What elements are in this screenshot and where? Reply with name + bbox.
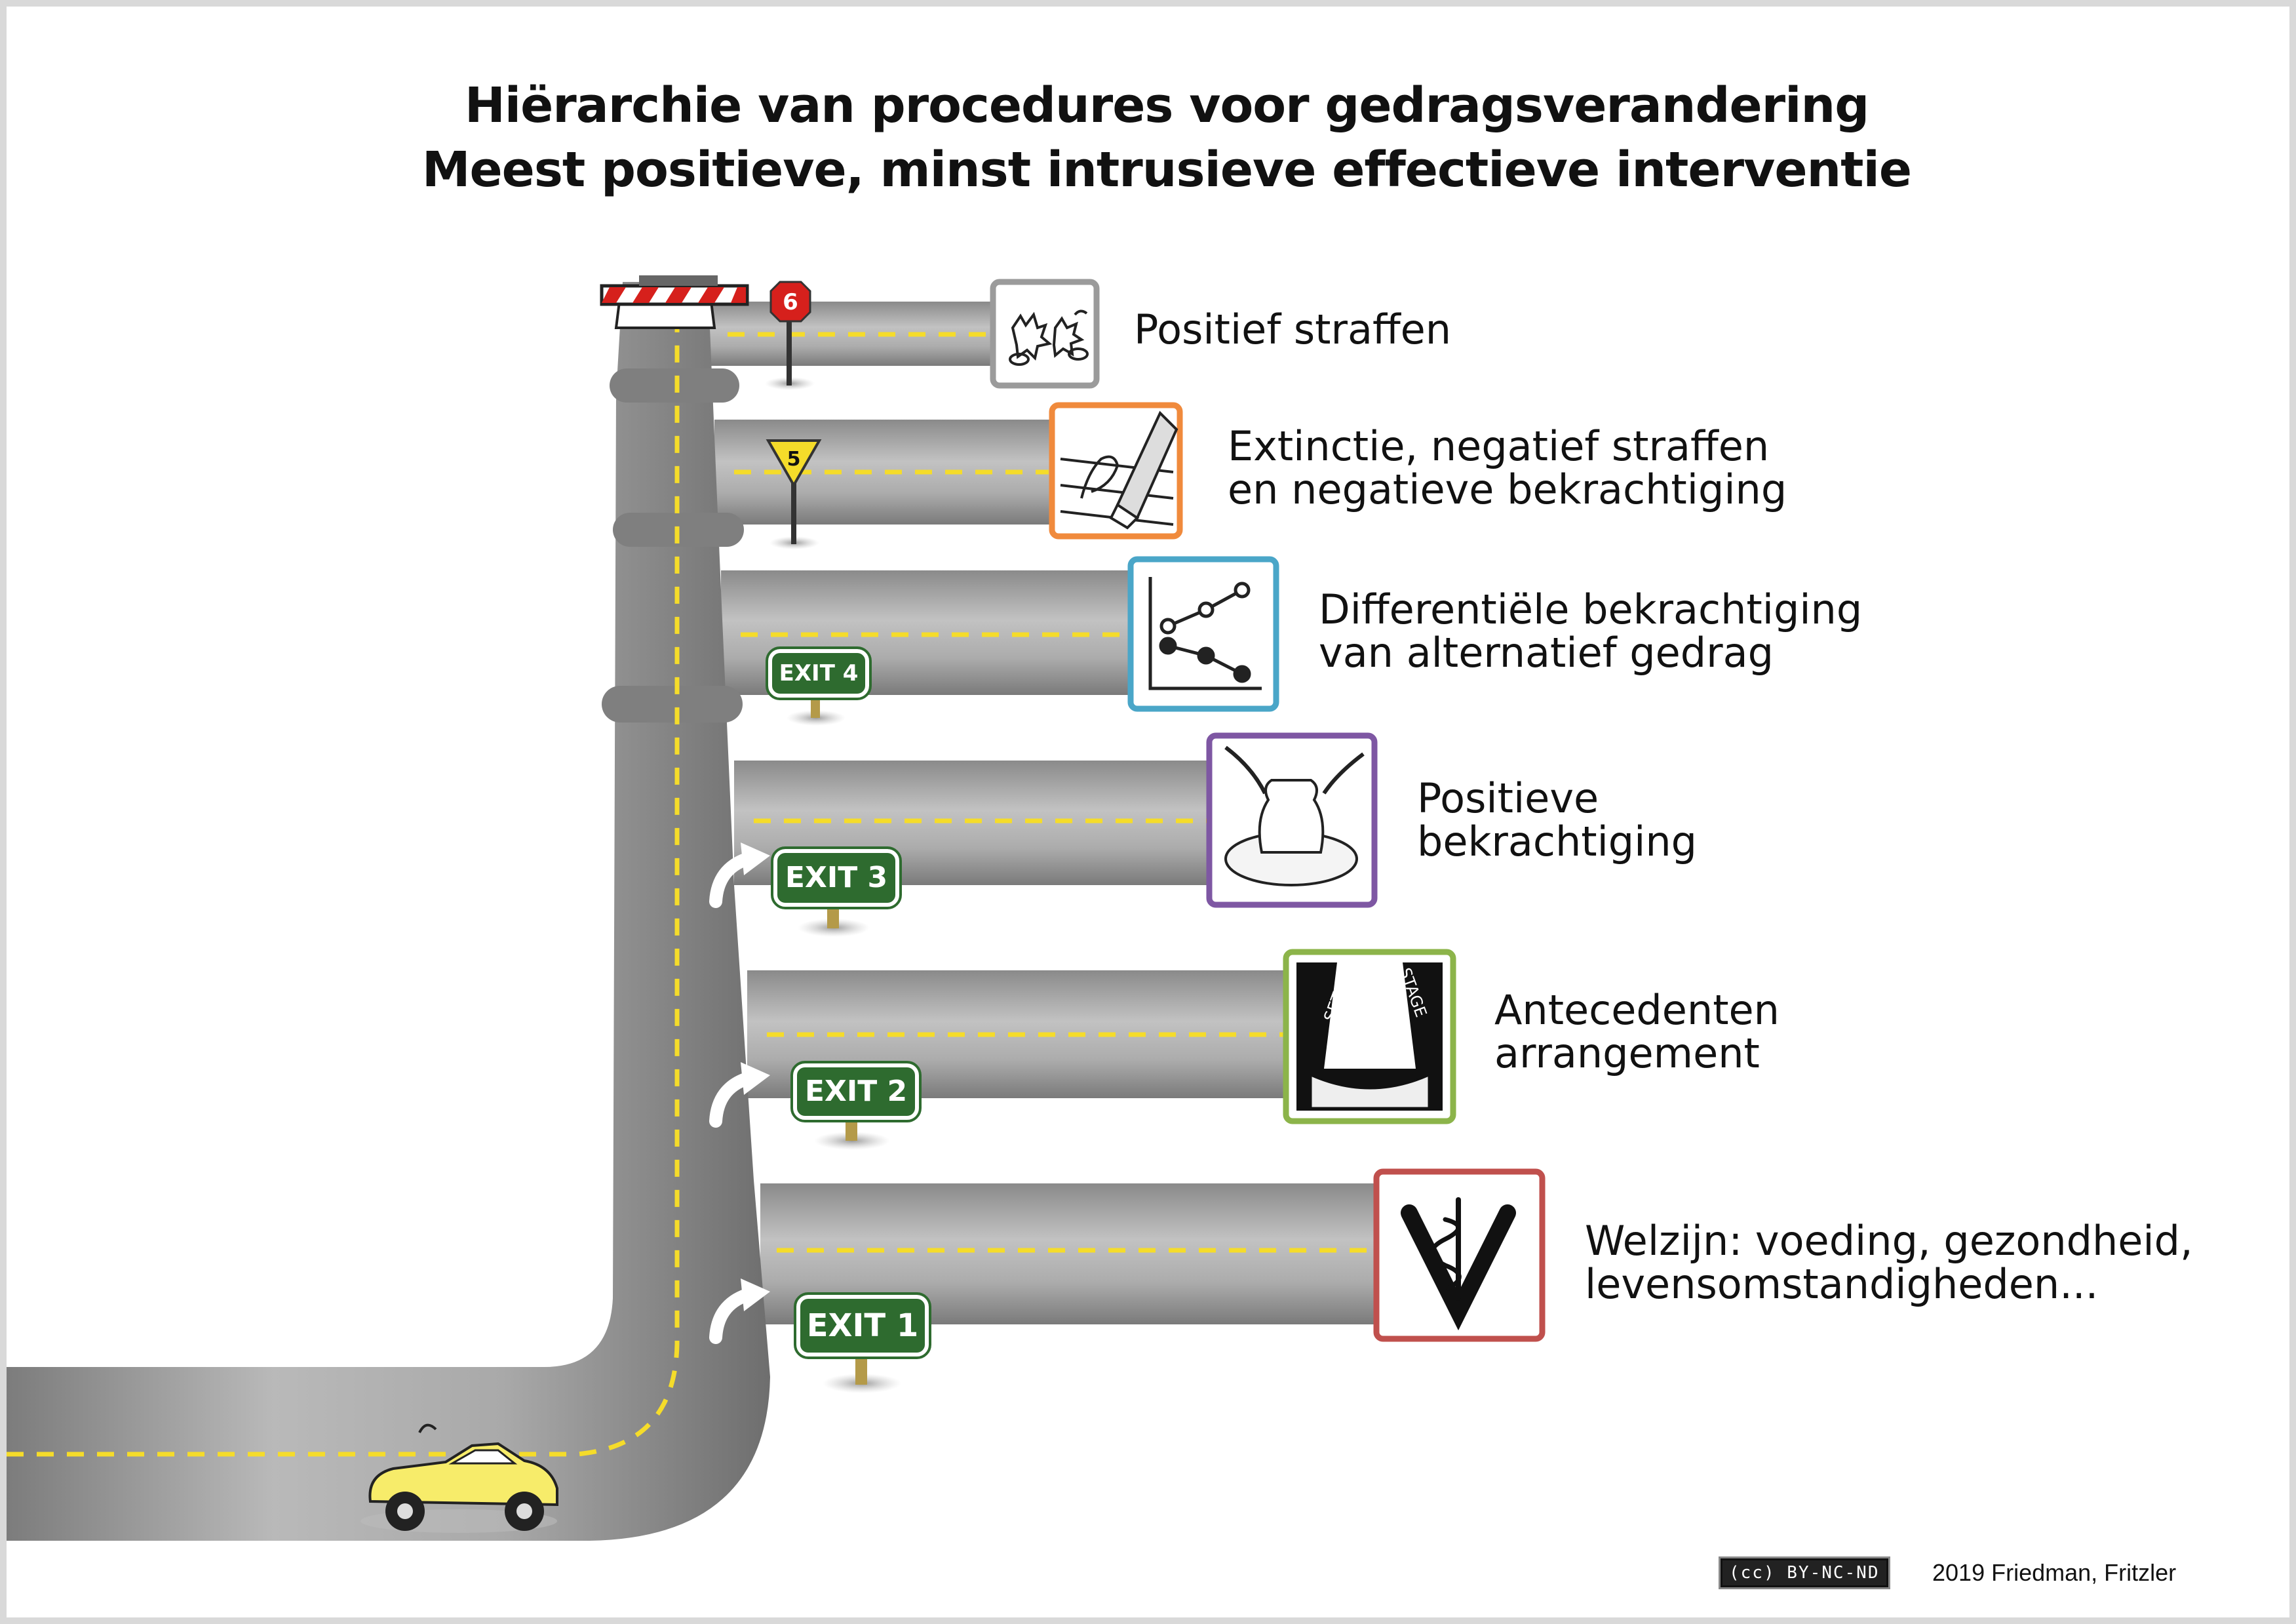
- icon-box-3: [1206, 732, 1378, 908]
- turn-arrow-1-icon: [709, 1278, 770, 1344]
- yellow-convertible-car-icon: [360, 1423, 558, 1533]
- pottery-wheel-icon: [1224, 745, 1365, 886]
- icon-box-1: [1373, 1168, 1546, 1342]
- icon-box-4: [1127, 556, 1279, 712]
- veterinary-caduceus-icon: [1401, 1197, 1516, 1331]
- exit-4-sign: EXIT 4: [766, 646, 872, 700]
- exit-1-sign: EXIT 1: [794, 1292, 931, 1359]
- exit-sign-posts: [787, 688, 901, 1393]
- road-barrier-icon: [600, 275, 749, 329]
- sign-6-icon: 6: [765, 281, 815, 390]
- eraser-pencil-icon: [1060, 410, 1178, 530]
- sign-5-text: 5: [787, 448, 801, 471]
- sign-6-text: 6: [783, 289, 798, 315]
- turn-arrow-2-icon: [709, 1062, 770, 1128]
- exit-2-sign: EXIT 2: [790, 1061, 922, 1122]
- level-6-label: Positief straffen: [1134, 306, 1452, 353]
- main-road: [7, 282, 770, 1541]
- line-graph-icon: [1148, 577, 1262, 690]
- turn-arrow-3-icon: [709, 842, 770, 908]
- level-1-label: Welzijn: voeding, gezondheid,levensomsta…: [1585, 1217, 2193, 1308]
- icon-box-5: [1049, 402, 1183, 540]
- set-the-stage-icon: SET THE STAGE: [1296, 956, 1443, 1111]
- turn-arrows: [709, 842, 770, 1344]
- title-line-1: Hiërarchie van procedures voor gedragsve…: [464, 77, 1869, 134]
- sign-5-icon: 5: [766, 439, 822, 549]
- icon-box-2: SET THE STAGE: [1283, 949, 1456, 1124]
- icon-box-6: [990, 279, 1100, 389]
- license-badge: (cc) BY-NC-ND: [1719, 1556, 1890, 1589]
- title-line-2: Meest positieve, minst intrusieve effect…: [421, 142, 1912, 198]
- positive-punishment-icon: [1009, 309, 1089, 366]
- credit-text: 2019 Friedman, Fritzler: [1932, 1559, 2177, 1586]
- exit-lane-markings: [728, 332, 1376, 1253]
- exit-3-sign: EXIT 3: [771, 846, 902, 909]
